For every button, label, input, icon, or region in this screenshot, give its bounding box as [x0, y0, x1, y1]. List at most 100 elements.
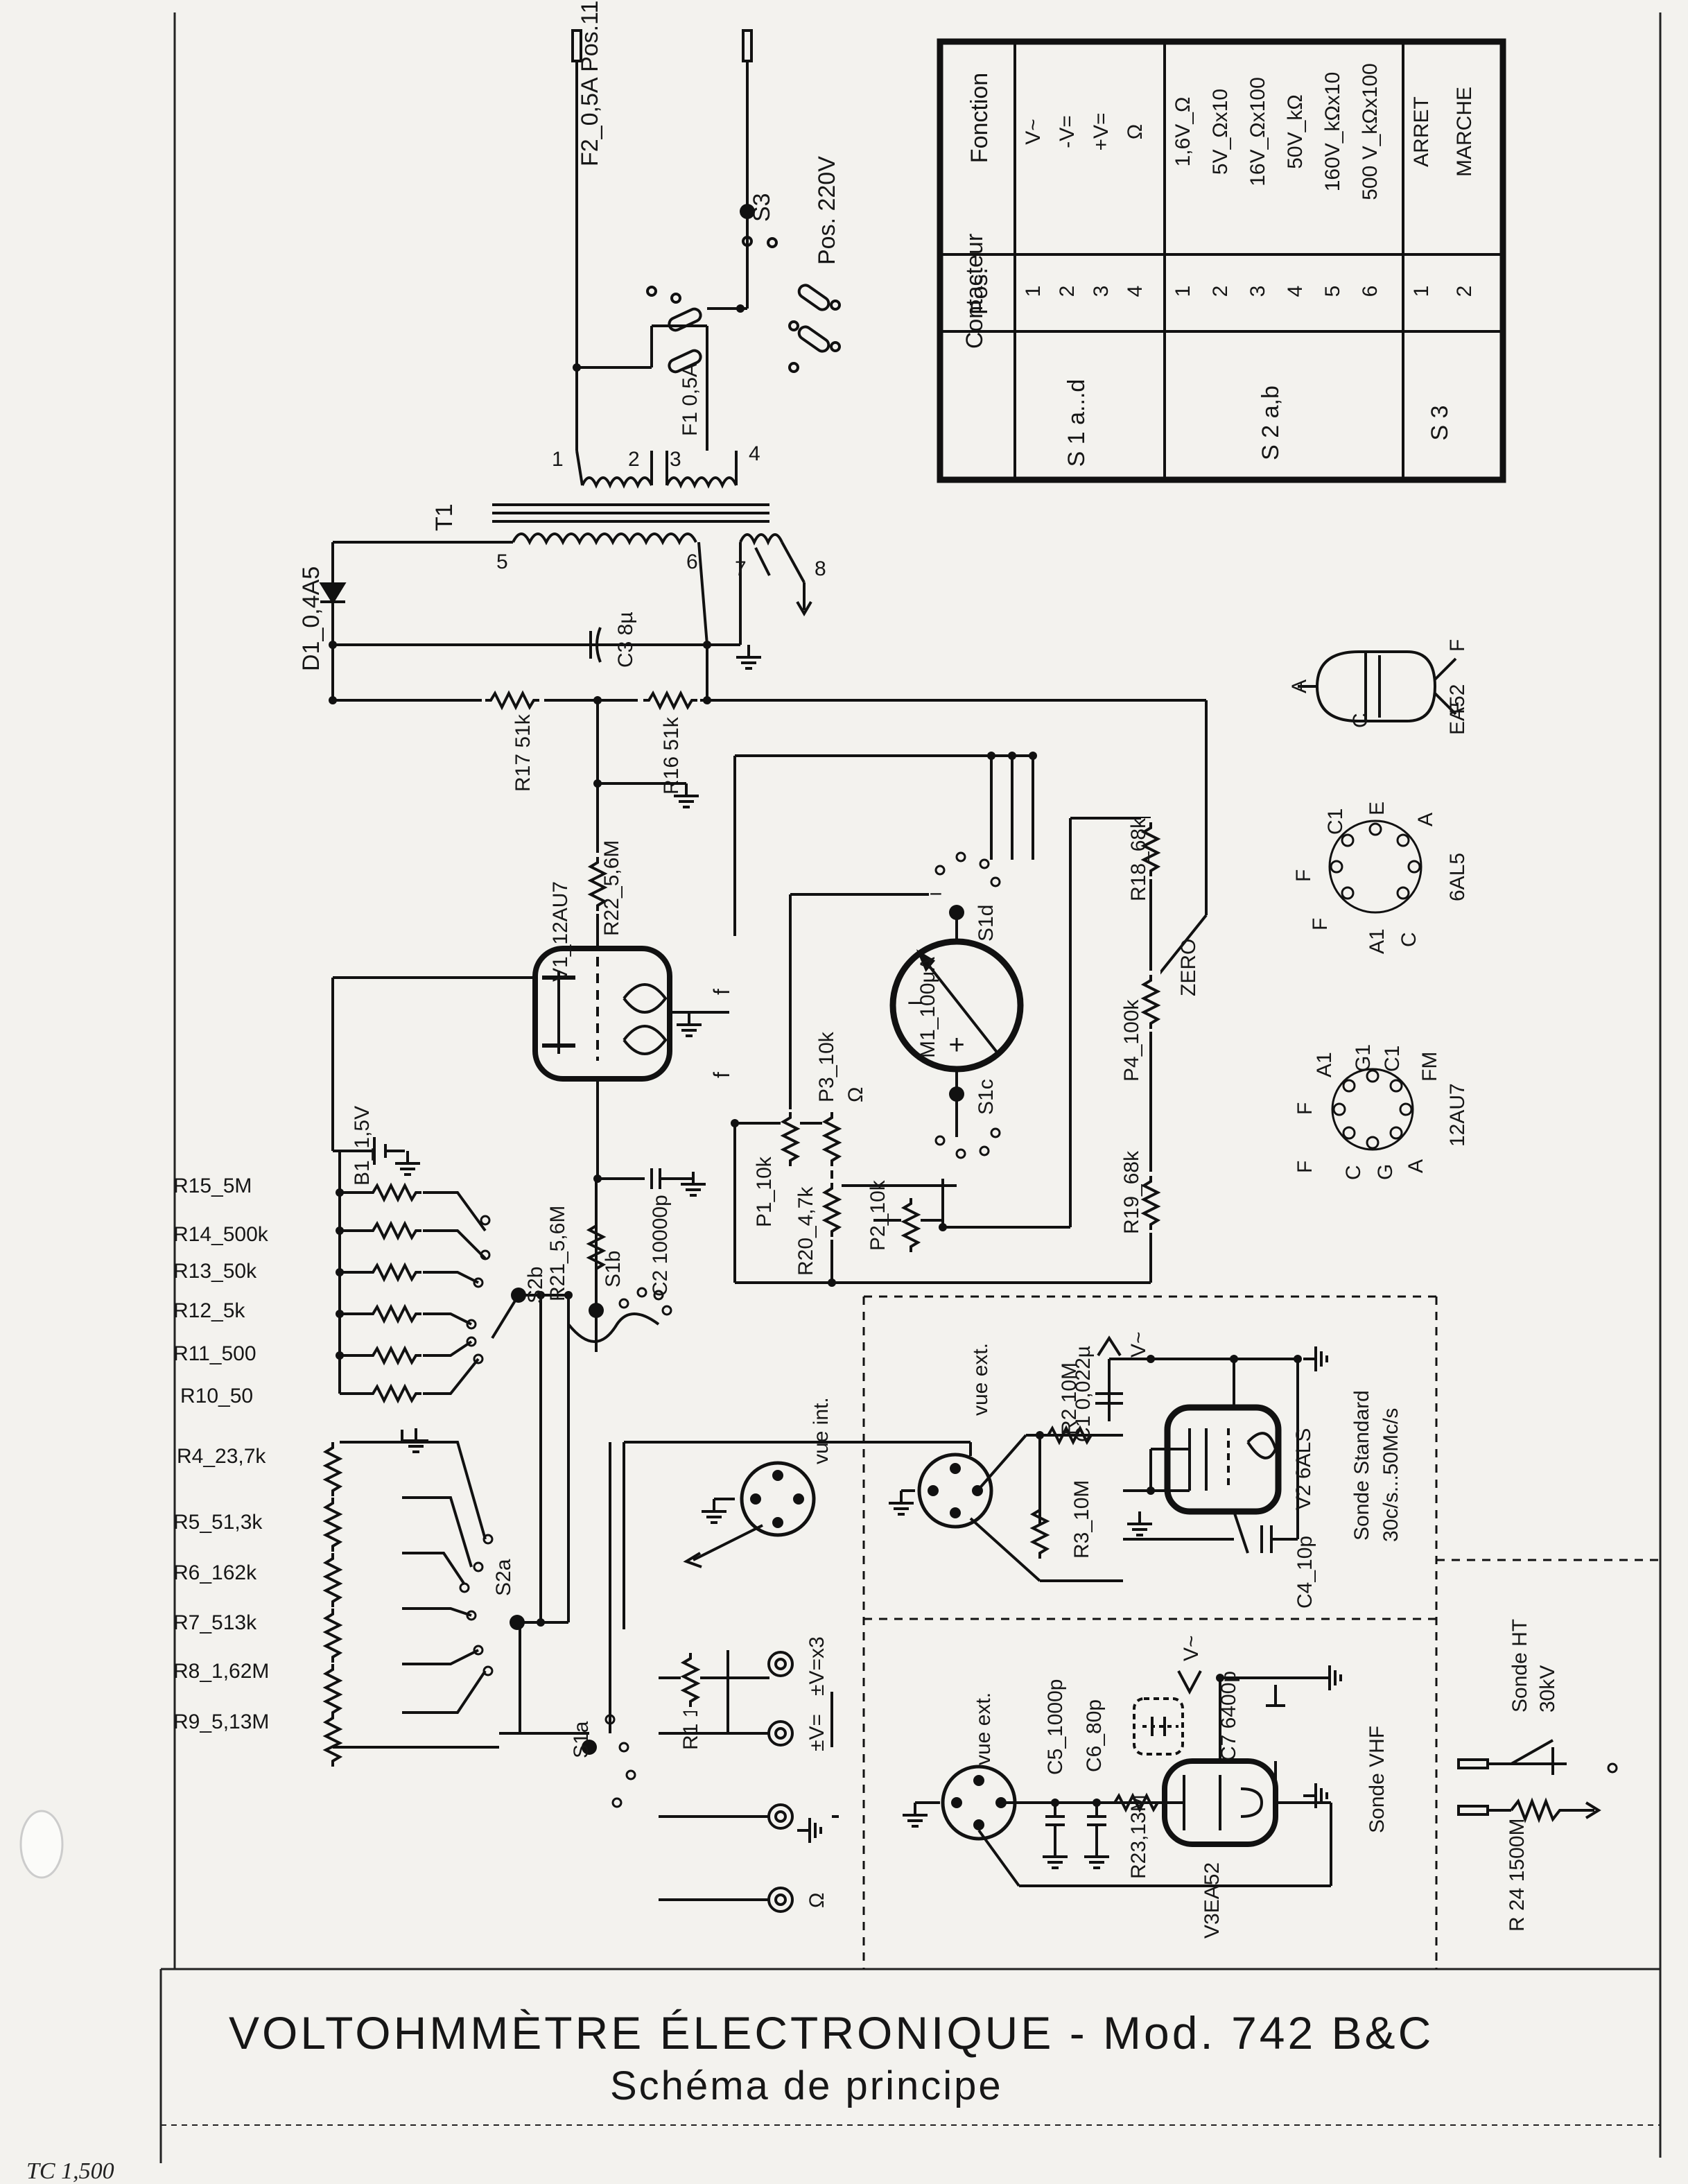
terminal[interactable]: [767, 1651, 794, 1677]
svg-text:+: +: [948, 1030, 964, 1060]
p3-label: P3_10k: [815, 1031, 838, 1102]
winding-number: 2: [628, 448, 640, 471]
c1-label: C1 0,022µ: [1072, 1346, 1095, 1442]
standard-vue-label: vue ext.: [969, 1343, 992, 1416]
winding-number: 5: [496, 551, 508, 573]
resistor-label: R11_500: [173, 1342, 256, 1365]
v3-label: V3EA52: [1201, 1862, 1224, 1939]
s1b-label: S1b: [602, 1251, 625, 1288]
standard-probe-name: Sonde Standard: [1350, 1390, 1373, 1541]
r2-label: R2 10M: [1058, 1362, 1081, 1435]
table-contacteur: S 1 a...d: [1063, 379, 1090, 467]
r17-label: R17 51k: [512, 713, 534, 792]
r20-label: R20_4,7k: [794, 1186, 817, 1276]
table-header-pos: Pos.: [966, 268, 993, 315]
v2-label: V2 6ALS: [1292, 1428, 1315, 1510]
r3-label: R3_10M: [1070, 1480, 1093, 1559]
s2a-label: S2a: [492, 1559, 515, 1596]
power-supply: [319, 29, 1208, 915]
pin-label: G: [1374, 1164, 1397, 1180]
pin-label: A: [1414, 813, 1437, 826]
page-title: VOLTOHMMÈTRE ÉLECTRONIQUE - Mod. 742 B&C: [229, 2007, 1434, 2059]
tube-ea52: [1298, 650, 1457, 722]
s1a-label: S1a: [570, 1721, 593, 1758]
r24-label: R 24 1500M: [1506, 1819, 1529, 1932]
resistor-label: R5_51,3k: [173, 1511, 263, 1534]
ht-probe-name: Sonde HT: [1508, 1619, 1531, 1713]
table-fonction: Ω: [1124, 124, 1147, 139]
pin-label: F: [1309, 918, 1332, 930]
table-pos: 3: [1090, 286, 1113, 297]
winding-number: 6: [686, 551, 698, 573]
resistor-label: R9_5,13M: [173, 1710, 269, 1733]
standard-probe-freq: 30c/s...50Mc/s: [1380, 1408, 1402, 1542]
table-header-contacteur: Contacteur: [962, 234, 988, 349]
table-fonction: 160V_kΩx10: [1321, 72, 1344, 192]
ht-probe-kv: 30kV: [1536, 1665, 1559, 1713]
tube-6al5: [1328, 820, 1422, 914]
p2-label: P2_10k: [867, 1179, 889, 1251]
vue-int-label: vue int.: [810, 1397, 833, 1464]
tube-name-6al5: 6AL5: [1446, 853, 1469, 901]
c3-label: C3 8µ: [614, 612, 637, 668]
c4-label: C4_10p: [1294, 1536, 1316, 1609]
vhf-probe-name: Sonde VHF: [1366, 1726, 1389, 1833]
table-fonction: 1,6V_Ω: [1172, 97, 1194, 167]
standard-vac-label: V~: [1127, 1331, 1150, 1358]
winding-number: 4: [749, 442, 760, 465]
resistor-label: R8_1,62M: [173, 1660, 269, 1683]
margin-note: TC 1,500: [26, 2158, 114, 2184]
pin-label: C: [1398, 932, 1420, 947]
r22-label: R22_5,6M: [600, 840, 623, 936]
table-fonction: 5V_Ωx10: [1209, 89, 1232, 175]
p4-label: P4_100k: [1120, 999, 1143, 1082]
table-fonction: 16V_Ωx100: [1246, 77, 1269, 187]
winding-number: 7: [735, 557, 747, 580]
table-pos: 6: [1359, 286, 1382, 297]
table-fonction: 500 V_kΩx100: [1359, 63, 1382, 200]
filament-label: f: [709, 1072, 734, 1078]
pin-label: F: [1292, 869, 1315, 882]
resistor-label: R7_513k: [173, 1611, 257, 1634]
pin-label: A1: [1366, 928, 1389, 954]
terminal[interactable]: [767, 1887, 794, 1913]
fuse1-label: F1 0,5A: [679, 363, 702, 436]
pin-label: A1: [1313, 1052, 1336, 1077]
tube-name-ea52: EA52: [1446, 684, 1469, 735]
fuse2-label: F2_0,5A Pos.110V: [577, 0, 603, 166]
vhf-vue-label: vue ext.: [972, 1692, 995, 1765]
tube-12au7: [1331, 1068, 1414, 1151]
c7-label: C7 6400p: [1217, 1671, 1240, 1761]
vue-int-connector: vue int.: [810, 1397, 833, 1464]
r23-label: R23,13M: [1127, 1794, 1150, 1879]
m1-label: M1_100µA: [916, 957, 939, 1058]
table-pos: 3: [1246, 286, 1269, 297]
pin-label: F: [1294, 1161, 1316, 1173]
meter-circuit: [331, 700, 1208, 1284]
c5-label: C5_1000p: [1044, 1679, 1067, 1775]
terminal[interactable]: [767, 1803, 794, 1830]
volt-range-resistors: [324, 1441, 341, 1768]
table-fonction: V~: [1022, 119, 1045, 145]
pin-label: G1: [1352, 1044, 1375, 1072]
table-pos: 4: [1284, 286, 1307, 297]
table-pos: 4: [1124, 286, 1147, 297]
pin-label: A: [1404, 1159, 1427, 1173]
c6-label: C6_80p: [1083, 1699, 1106, 1772]
table-pos: 2: [1056, 286, 1079, 297]
pin-label: C1: [1324, 808, 1347, 835]
pin-label: F: [1446, 702, 1469, 714]
table-contacteur: S 3: [1427, 405, 1453, 440]
pin-label: FM: [1418, 1052, 1441, 1082]
s1c-label: S1c: [975, 1079, 998, 1115]
pin-label: F: [1446, 639, 1469, 652]
table-pos: 5: [1321, 286, 1344, 297]
resistor-label: R4_23,7k: [177, 1445, 266, 1468]
p1-label: P1_10k: [753, 1156, 776, 1227]
d1-label: D1_0,4A5: [298, 566, 324, 671]
resistor-label: R15_5M: [173, 1175, 252, 1197]
table-header-fonction: Fonction: [966, 73, 993, 163]
terminal[interactable]: [767, 1720, 794, 1747]
r16-label: R16 51k: [660, 716, 683, 795]
